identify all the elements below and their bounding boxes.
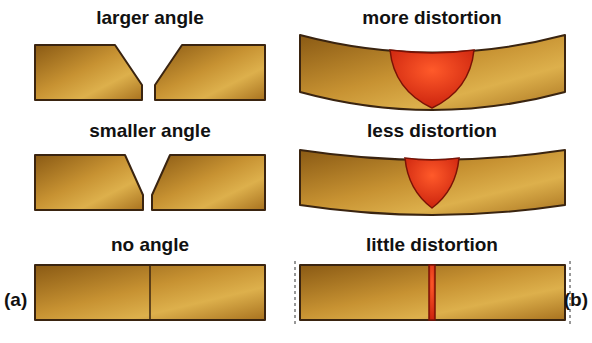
plate-right	[152, 155, 265, 210]
plate-left	[35, 45, 142, 100]
flat-plate	[300, 265, 565, 320]
plate-left	[35, 155, 143, 210]
caption-label: more distortion	[362, 8, 501, 29]
panel-letter: (b)	[564, 290, 588, 311]
dashed-guide	[295, 261, 296, 324]
distorted-plate	[300, 150, 565, 215]
caption-label: no angle	[111, 235, 189, 256]
caption-label: smaller angle	[89, 121, 210, 142]
panel-letter: (a)	[4, 290, 27, 311]
weld-bead	[390, 50, 474, 108]
caption-label: larger angle	[96, 8, 204, 29]
butt-joint	[149, 265, 151, 320]
distorted-plate	[300, 35, 565, 110]
weld-bead	[429, 265, 435, 320]
caption-label: little distortion	[366, 235, 498, 256]
weld-bead	[405, 158, 459, 208]
caption-label: less distortion	[367, 121, 497, 142]
plate-right	[155, 45, 265, 100]
plate-square	[35, 265, 265, 320]
